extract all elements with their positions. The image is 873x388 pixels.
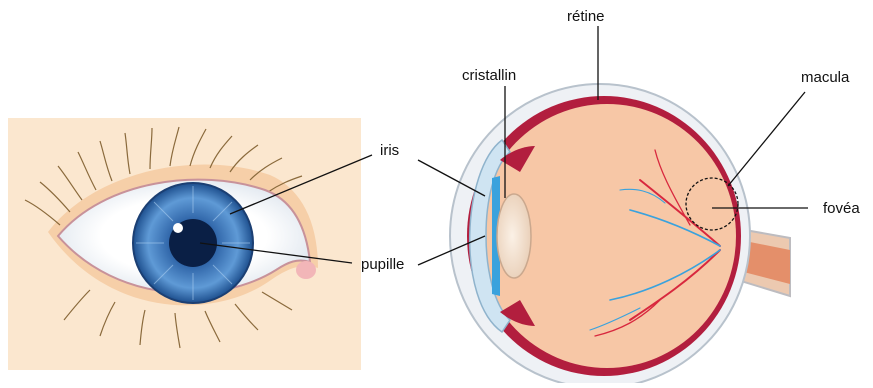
- macula-leader: [728, 92, 805, 186]
- lens-shape: [497, 194, 531, 278]
- eye-highlight: [173, 223, 183, 233]
- retine-label: rétine: [567, 9, 605, 24]
- pupille-label: pupille: [361, 257, 404, 272]
- caruncle: [296, 261, 316, 279]
- macula-label: macula: [801, 70, 849, 85]
- iris-label: iris: [380, 143, 399, 158]
- cristallin-label: cristallin: [462, 68, 516, 83]
- fovea-label: fovéa: [823, 201, 860, 216]
- eye-cross-section: [450, 84, 790, 383]
- external-eye-illustration: [8, 118, 361, 370]
